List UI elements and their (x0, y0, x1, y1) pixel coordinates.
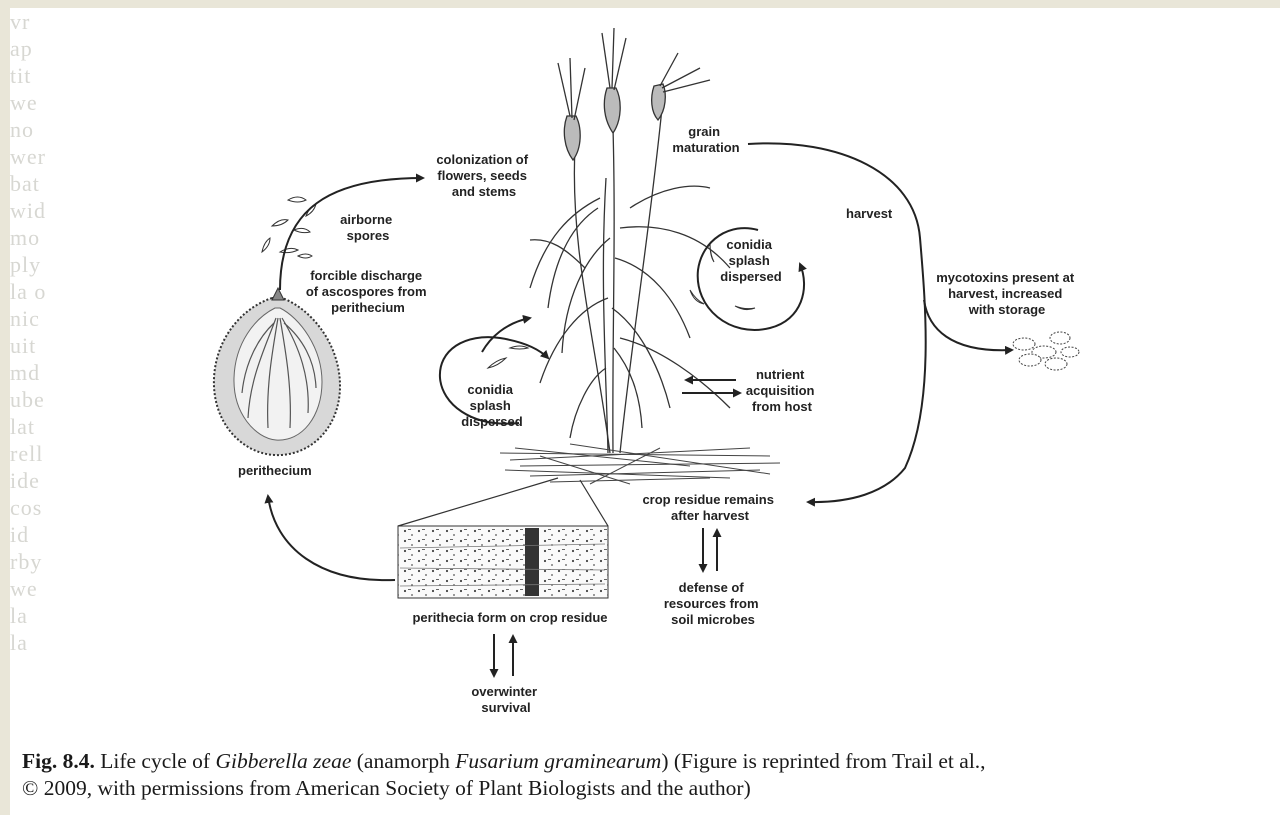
label-mycotoxins: mycotoxins present at harvest, increased… (936, 270, 1078, 317)
arrow-residue-to-perithecium (268, 496, 395, 580)
grain-kernels-illustration (1013, 332, 1079, 370)
wheat-head-left (558, 58, 585, 160)
wheat-head-right (652, 53, 710, 120)
anamorph-name: Fusarium graminearum (455, 749, 661, 773)
label-perithecium: perithecium (238, 463, 312, 478)
species-name: Gibberella zeae (215, 749, 351, 773)
conidia-spores-illustration (488, 244, 755, 368)
label-conidia-top: conidia splash dispersed (720, 237, 781, 284)
figure-caption: Fig. 8.4. Life cycle of Gibberella zeae … (22, 748, 1280, 802)
crop-residue-illustration (500, 444, 780, 484)
label-overwinter: overwinter survival (471, 684, 540, 715)
label-harvest: harvest (846, 206, 893, 221)
label-grain-maturation: grain maturation (672, 124, 739, 155)
book-page: vr ap tit we no wer bat wid mo ply la o … (10, 8, 1280, 815)
caption-line-1: Fig. 8.4. Life cycle of Gibberella zeae … (22, 748, 1280, 775)
label-nutrient-acquisition: nutrient acquisition from host (746, 367, 818, 414)
perithecium-illustration (214, 288, 340, 455)
residue-closeup-illustration (398, 478, 608, 598)
label-crop-residue-remains: crop residue remains after harvest (642, 492, 777, 523)
label-conidia-left: conidia splash dispersed (461, 382, 522, 429)
arrow-grain-to-residue (748, 143, 926, 502)
airborne-spores-illustration (262, 197, 316, 258)
label-colonization: colonization of flowers, seeds and stems (436, 152, 531, 199)
label-perithecia-form: perithecia form on crop residue (412, 610, 607, 625)
label-defense: defense of resources from soil microbes (664, 580, 762, 627)
label-forcible-discharge: forcible discharge of ascospores from pe… (306, 268, 430, 315)
wheat-head-center (602, 28, 626, 133)
label-airborne-spores: airborne spores (340, 212, 396, 243)
life-cycle-diagram: grain maturation colonization of flowers… (10, 8, 1280, 738)
caption-line-2: © 2009, with permissions from American S… (22, 775, 1280, 802)
figure-number: Fig. 8.4. (22, 749, 95, 773)
